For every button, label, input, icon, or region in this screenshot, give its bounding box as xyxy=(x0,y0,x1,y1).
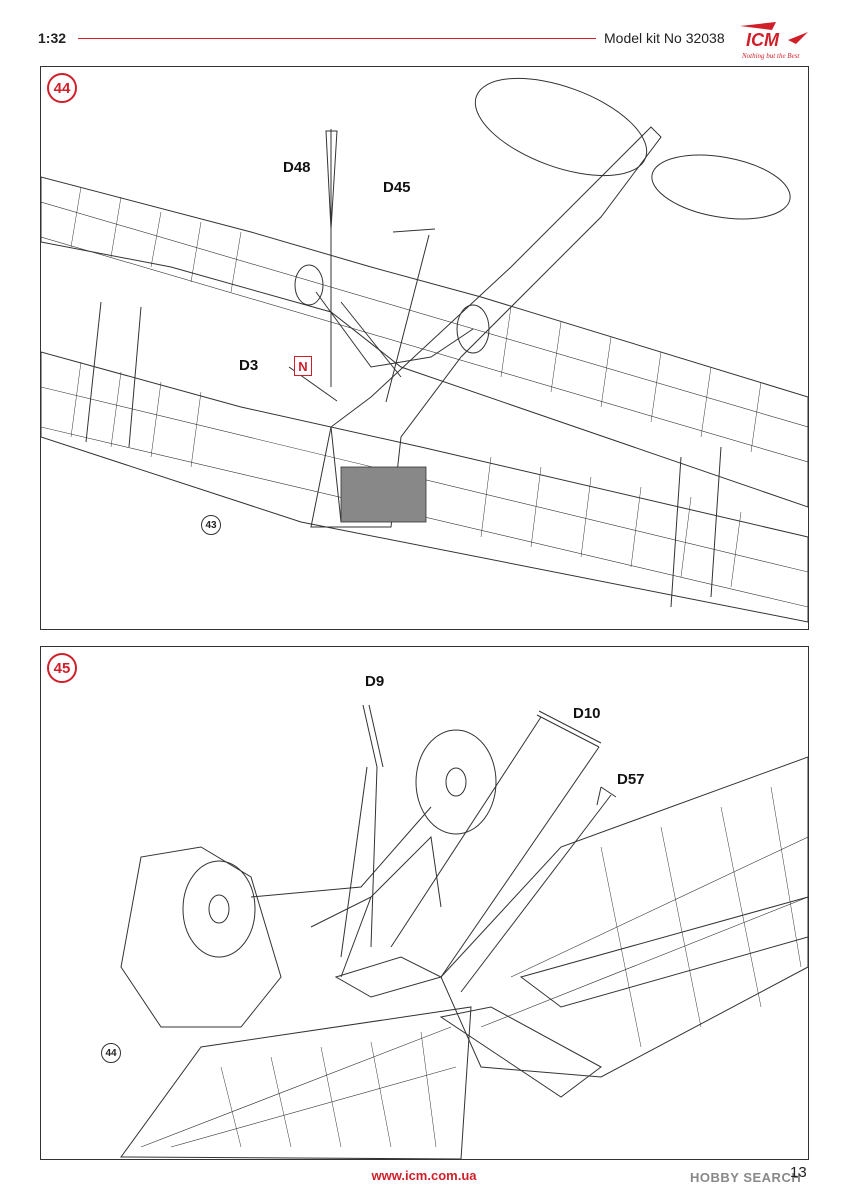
step-number: 44 xyxy=(47,73,77,103)
reference-step-circle: 43 xyxy=(201,515,221,535)
step-45-panel: 45 D9 D10 D57 44 xyxy=(40,646,809,1160)
part-label-d10: D10 xyxy=(573,705,601,722)
website-url: www.icm.com.ua xyxy=(371,1168,477,1183)
svg-text:Nothing but the Best: Nothing but the Best xyxy=(741,52,800,60)
part-label-d9: D9 xyxy=(365,673,385,690)
part-label-d45: D45 xyxy=(383,179,411,196)
icm-logo: ICM Nothing but the Best xyxy=(732,20,812,64)
reference-step-circle: 44 xyxy=(101,1043,121,1063)
kit-number: Model kit No 32038 xyxy=(604,30,725,46)
header-rule xyxy=(78,38,596,39)
svg-text:ICM: ICM xyxy=(746,30,780,50)
page-number: 13 xyxy=(790,1164,807,1181)
step-45-illustration xyxy=(120,704,808,1159)
part-label-d57: D57 xyxy=(617,771,645,788)
step-44-illustration xyxy=(41,77,808,623)
scale-label: 1:32 xyxy=(38,30,67,46)
step-number: 45 xyxy=(47,653,77,683)
not-used-marker: N xyxy=(294,356,312,376)
part-label-d48: D48 xyxy=(283,159,311,176)
page-header: 1:32 Model kit No 32038 ICM Nothing but … xyxy=(0,0,848,64)
part-label-d3: D3 xyxy=(239,357,259,374)
step-44-panel: 44 D48 D45 D3 N 43 xyxy=(40,66,809,630)
watermark: HOBBY SEARCH xyxy=(690,1170,802,1185)
